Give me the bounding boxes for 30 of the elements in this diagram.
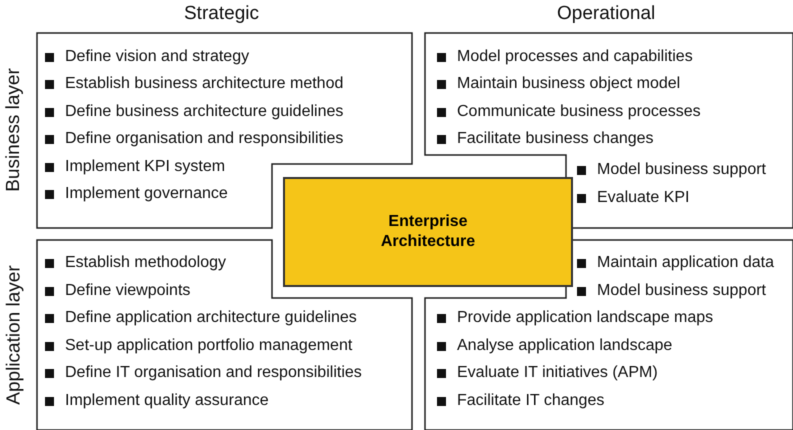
- bullet-item: Establish methodology: [45, 253, 226, 273]
- bullet-item: Facilitate business changes: [437, 129, 654, 149]
- bullet-item: Establish business architecture method: [45, 74, 344, 94]
- bullet-item: Evaluate KPI: [577, 188, 690, 208]
- bullet-item: Define viewpoints: [45, 281, 190, 301]
- bullet-item: Provide application landscape maps: [437, 308, 714, 328]
- bullet-item: Define application architecture guidelines: [45, 308, 357, 328]
- bullet-item: Implement governance: [45, 184, 228, 204]
- row-heading: Application layer: [3, 265, 26, 405]
- row-heading: Business layer: [2, 68, 25, 192]
- bullet-item: Maintain application data: [577, 253, 774, 273]
- central-title: Enterprise Architecture: [380, 212, 476, 252]
- bullet-item: Model business support: [577, 281, 766, 301]
- bullet-item: Implement quality assurance: [45, 391, 269, 411]
- bullet-item: Implement KPI system: [45, 157, 226, 177]
- bullet-item: Model business support: [577, 160, 766, 180]
- central-box: [283, 177, 573, 287]
- bullet-item: Communicate business processes: [437, 102, 701, 122]
- bullet-item: Evaluate IT initiatives (APM): [437, 363, 658, 383]
- column-heading: Operational: [557, 3, 656, 25]
- bullet-item: Model processes and capabilities: [437, 47, 693, 67]
- bullet-item: Analyse application landscape: [437, 336, 672, 356]
- bullet-item: Set-up application portfolio management: [45, 336, 352, 356]
- bullet-item: Maintain business object model: [437, 74, 680, 94]
- bullet-item: Define IT organisation and responsibilities: [45, 363, 362, 383]
- bullet-item: Define business architecture guidelines: [45, 102, 344, 122]
- column-heading: Strategic: [184, 3, 259, 25]
- bullet-item: Define organisation and responsibilities: [45, 129, 344, 149]
- bullet-item: Facilitate IT changes: [437, 391, 604, 411]
- bullet-item: Define vision and strategy: [45, 47, 250, 67]
